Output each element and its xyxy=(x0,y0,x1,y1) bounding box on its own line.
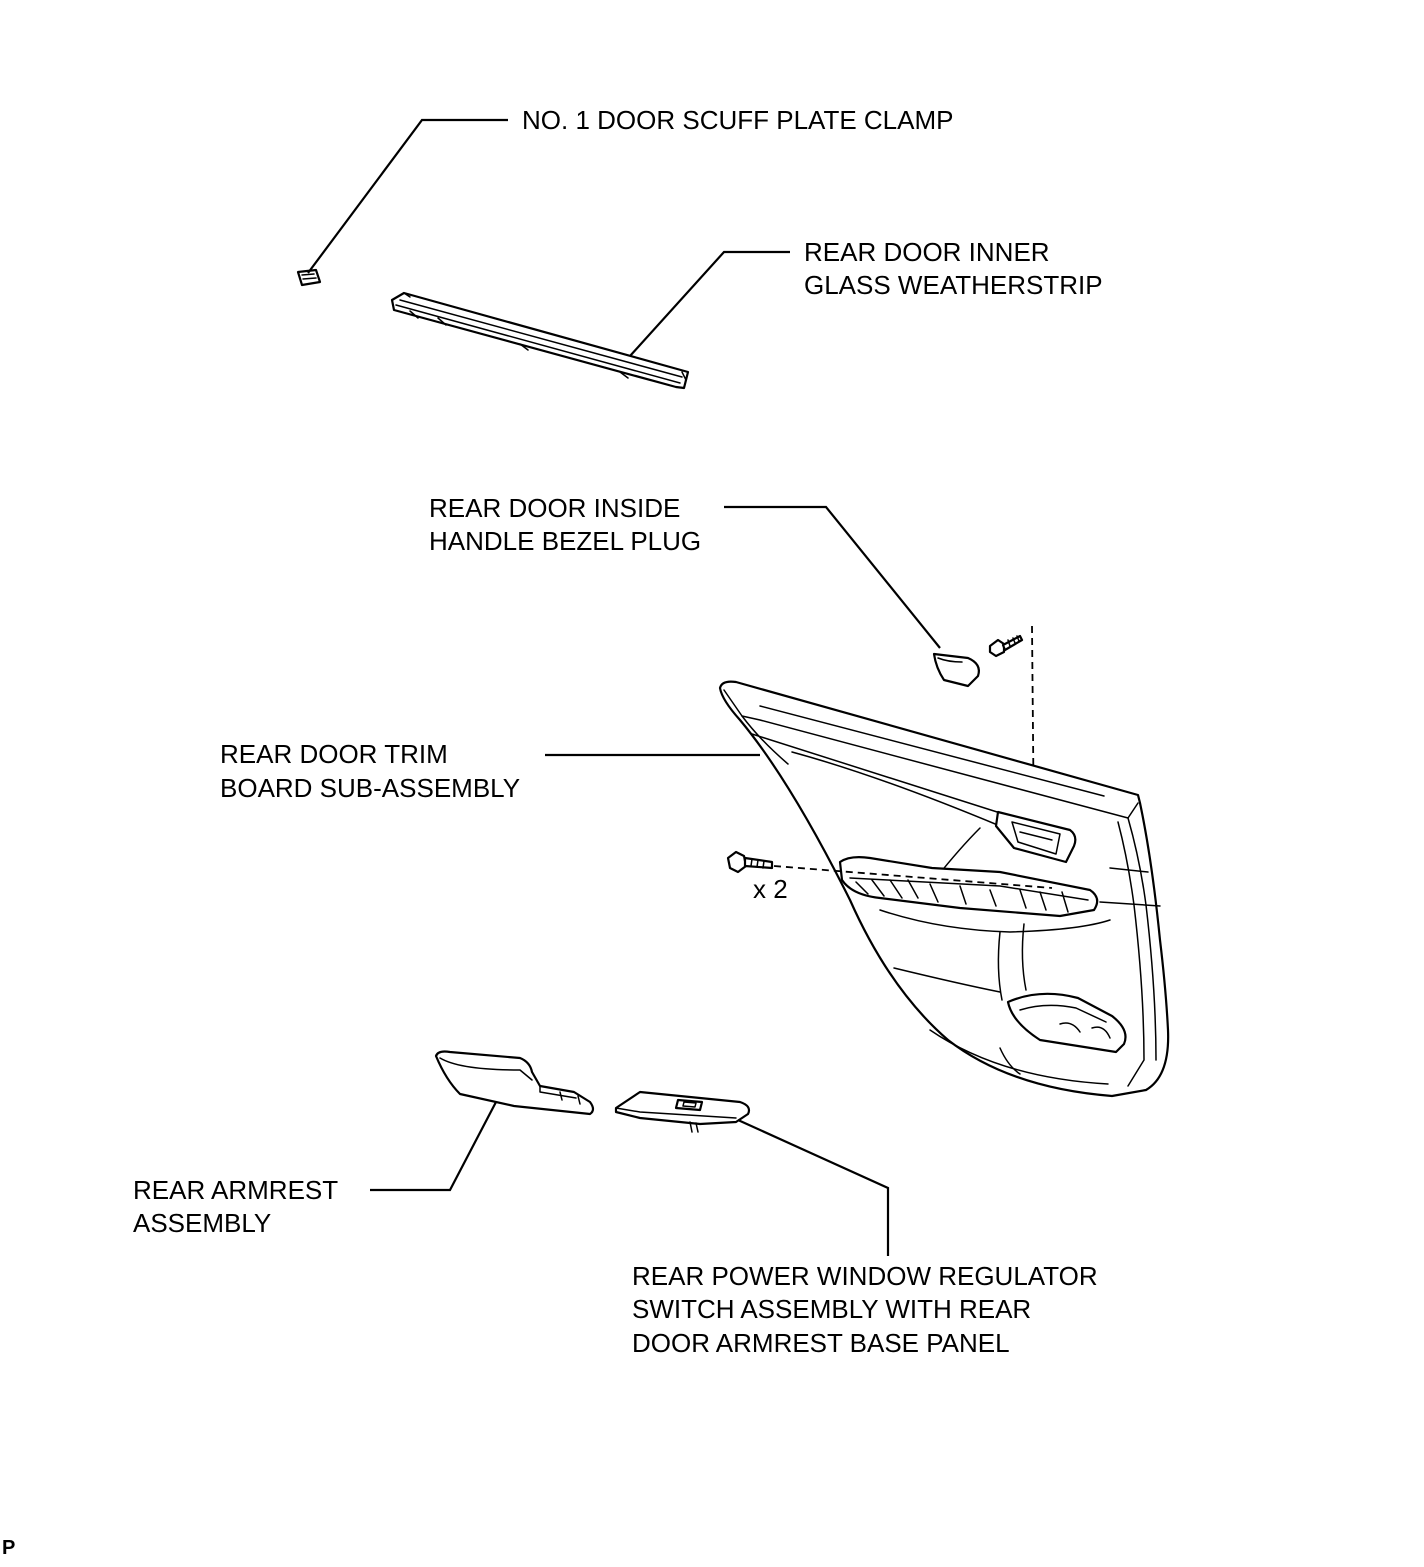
inner-glass-weatherstrip-part xyxy=(390,291,690,390)
scuff-clamp-leader xyxy=(307,118,508,274)
bezel-screw-part xyxy=(988,634,1024,658)
trim-board-part xyxy=(718,680,1170,1098)
bezel-plug-label: REAR DOOR INSIDE HANDLE BEZEL PLUG xyxy=(429,493,701,556)
power-window-switch-part xyxy=(614,1090,751,1133)
rear-armrest-part xyxy=(434,1050,595,1116)
bezel-plug-part xyxy=(932,652,980,688)
bezel-plug-leader xyxy=(724,505,941,649)
scuff-clamp-label: NO. 1 DOOR SCUFF PLATE CLAMP xyxy=(522,105,953,135)
armrest-leader xyxy=(370,1101,497,1192)
trim-screw-part xyxy=(726,850,774,874)
weatherstrip-label: REAR DOOR INNER GLASS WEATHERSTRIP xyxy=(804,237,1103,300)
weatherstrip-leader xyxy=(629,250,790,357)
trim-board-label: REAR DOOR TRIM BOARD SUB-ASSEMBLY xyxy=(220,739,520,803)
armrest-label: REAR ARMREST ASSEMBLY xyxy=(133,1175,345,1238)
screw-quantity-label: x 2 xyxy=(753,874,788,904)
power-window-switch-label: REAR POWER WINDOW REGULATOR SWITCH ASSEM… xyxy=(632,1261,1105,1358)
footer-code: P xyxy=(2,1537,15,1559)
power-window-switch-leader xyxy=(737,1118,890,1256)
trim-screw-dashed-line xyxy=(773,865,1053,889)
